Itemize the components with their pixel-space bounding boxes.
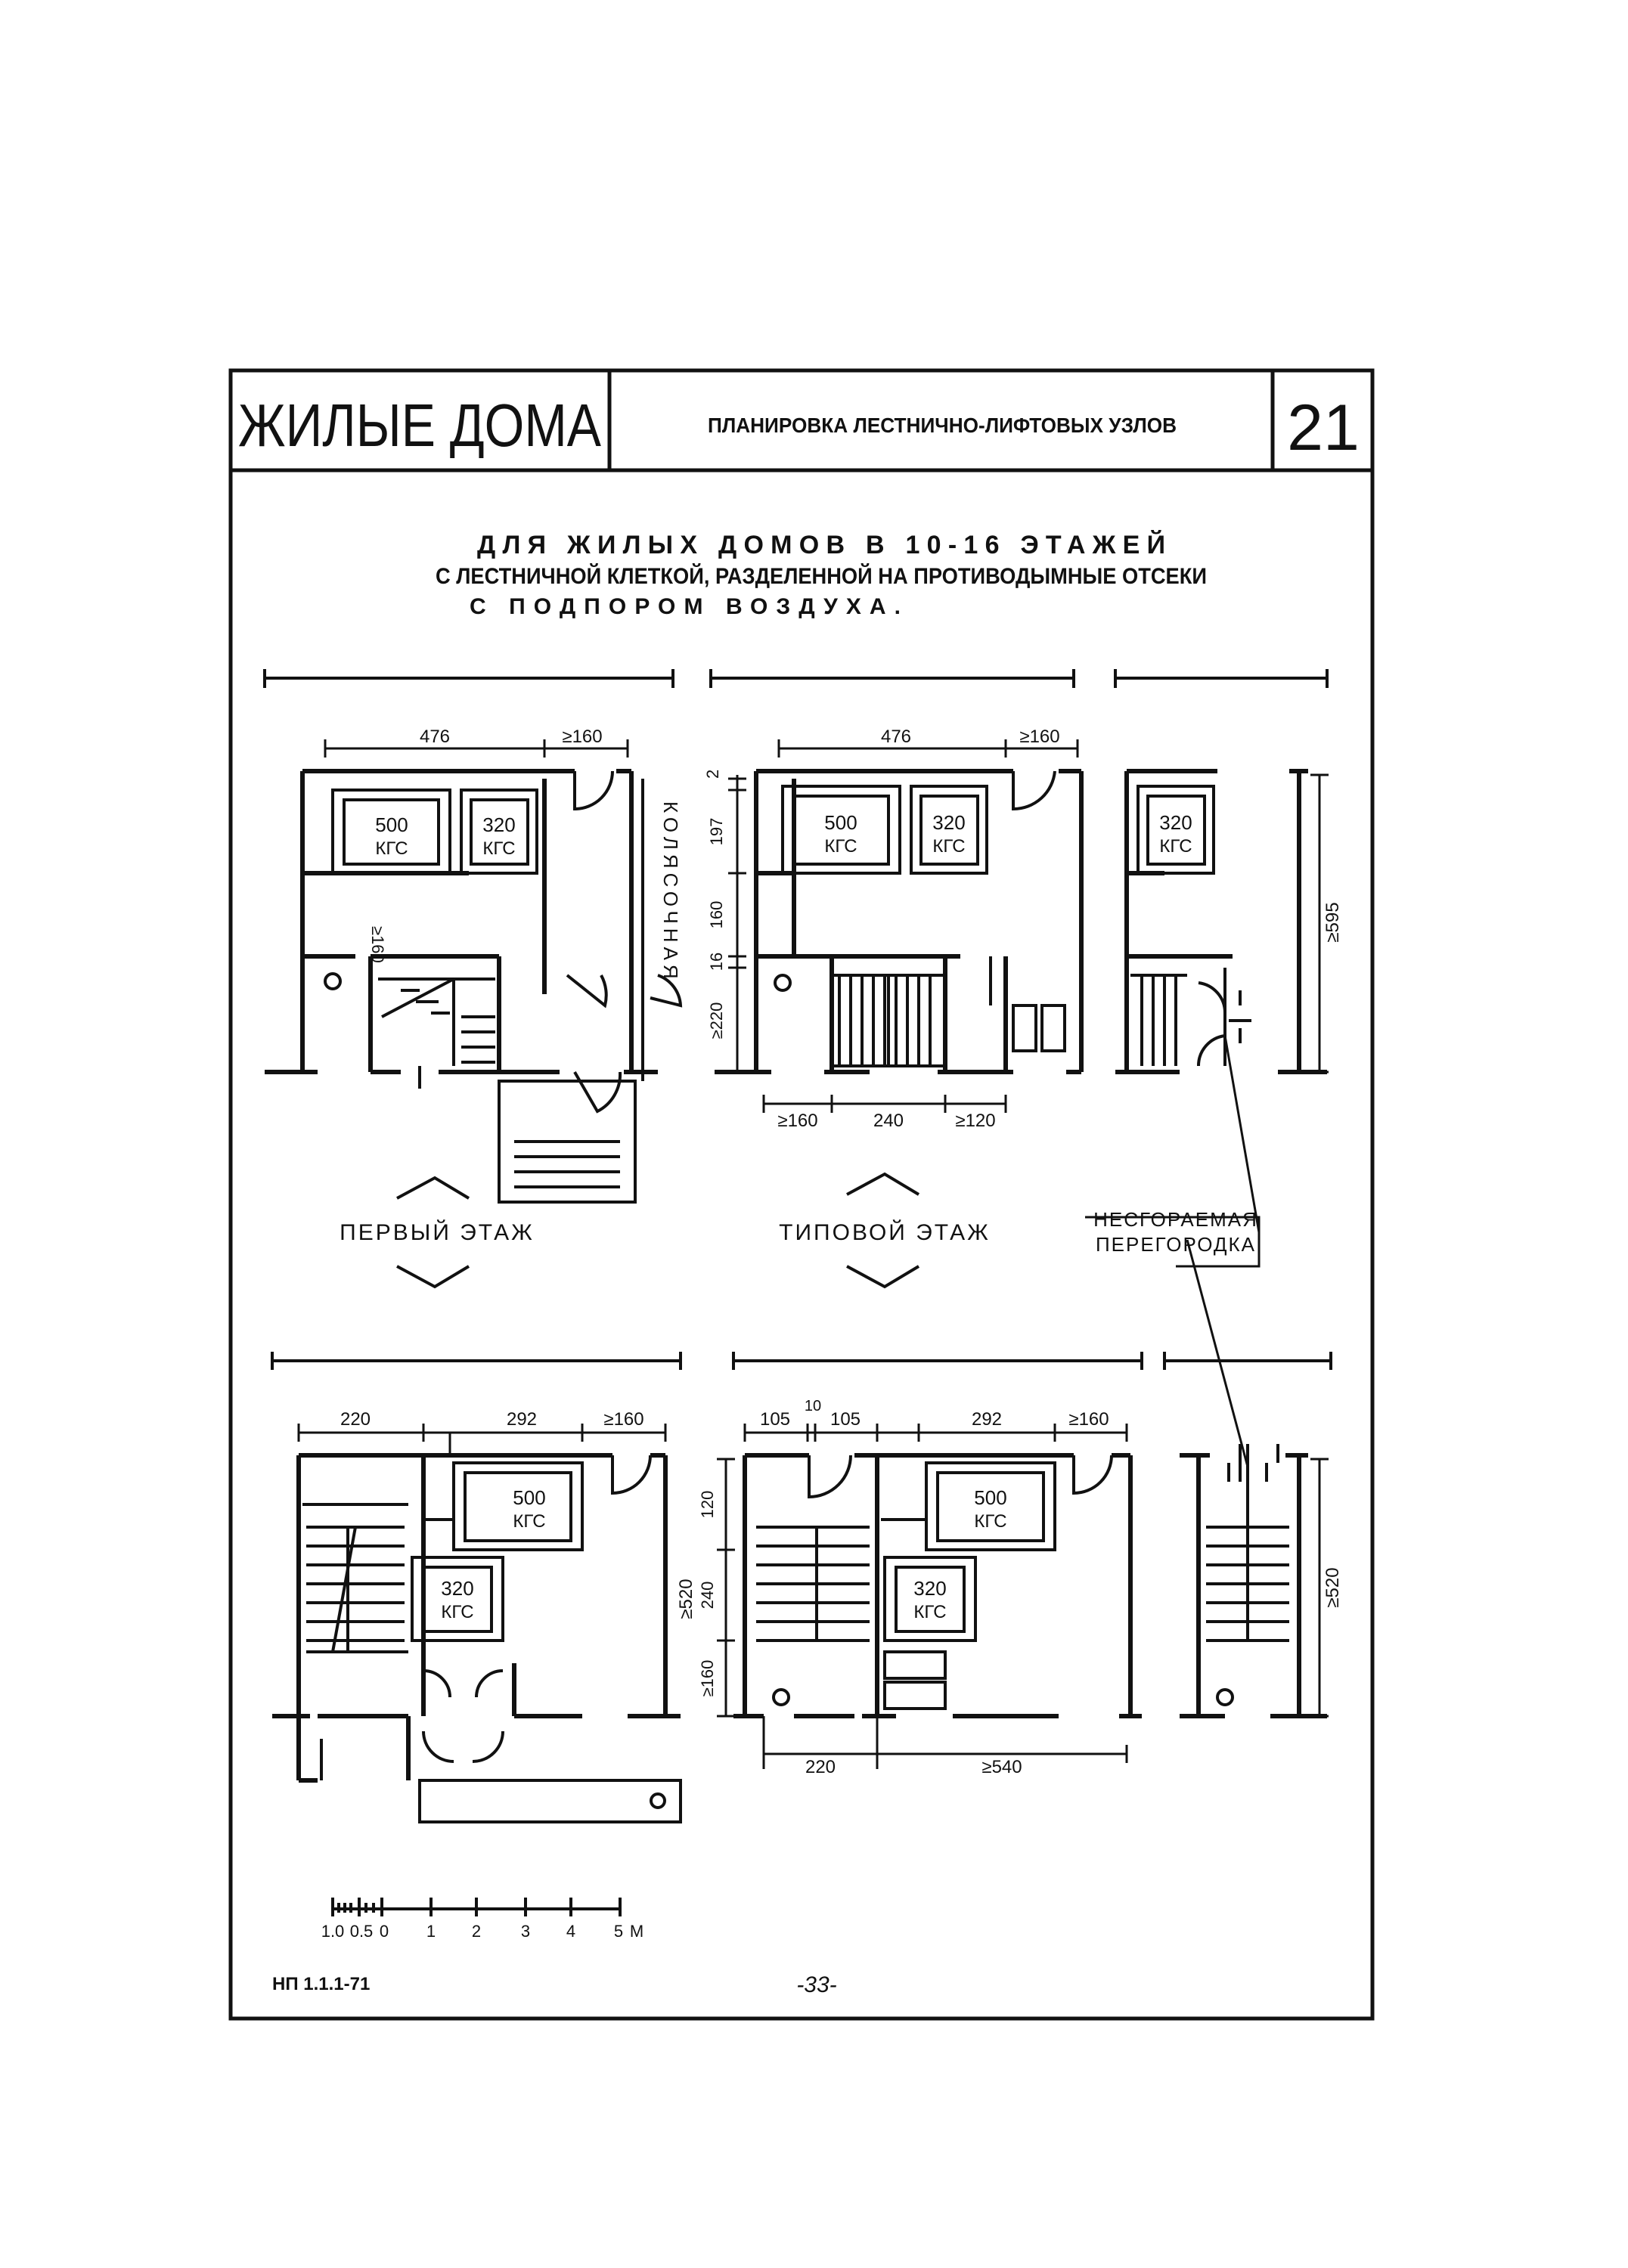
dim-min-160: ≥160 [1068,1409,1109,1430]
footer-code: НП 1.1.1-71 [272,1974,370,1994]
scale-tick-0: 0 [380,1922,389,1941]
dim-min-160: ≥160 [1019,727,1059,747]
dim-min-160: ≥160 [562,727,602,747]
dim-120: 120 [698,1491,717,1519]
dim-min-160-vertical: ≥160 [368,926,387,963]
lift-big-unit: КГС [974,1511,1006,1532]
title-line-2: С ЛЕСТНИЧНОЙ КЛЕТКОЙ, РАЗДЕЛЕННОЙ НА ПРО… [436,563,1207,589]
lift-big-load: 500 [513,1486,545,1509]
dim-min-220: ≥220 [707,1002,726,1040]
scale-unit: М [630,1922,643,1941]
lift-big-unit: КГС [513,1511,545,1532]
series-title: ЖИЛЫЕ ДОМА [238,392,602,459]
lift-small-unit: КГС [913,1602,946,1622]
dim-105-left: 105 [760,1409,790,1430]
partition-label-2: ПЕРЕГОРОДКА [1096,1233,1256,1256]
dim-220: 220 [805,1757,836,1777]
dim-220: 220 [340,1409,371,1430]
lift-big-load: 500 [974,1486,1006,1509]
dim-292: 292 [972,1409,1002,1430]
sheet-title: ПЛАНИРОВКА ЛЕСТНИЧНО-ЛИФТОВЫХ УЗЛОВ [708,414,1177,437]
plan-first-floor-a: 476 ≥160 500 КГС 320 КГС ≥160 КОЛЯСОЧНАЯ [265,727,683,1204]
lift-small-unit: КГС [441,1602,473,1622]
dim-min-540: ≥540 [981,1757,1022,1777]
dim-160: 160 [707,901,726,929]
first-floor-label: ПЕРВЫЙ ЭТАЖ [340,1219,535,1245]
lift-small-load: 320 [932,811,965,834]
scale-tick-2: 2 [472,1922,481,1941]
lift-small-unit: КГС [1159,836,1192,857]
lift-big-unit: КГС [375,838,408,859]
dim-476: 476 [881,727,911,747]
dim-476: 476 [420,727,450,747]
scale-bar [331,1898,622,1916]
lift-small-unit: КГС [482,838,515,859]
dim-292: 292 [507,1409,537,1430]
stroller-room-label: КОЛЯСОЧНАЯ [659,801,682,984]
plan-first-floor-b: 220 292 ≥160 500 КГС 320 КГС ≥520 [272,1409,696,1823]
scale-tick-5: 5 [614,1922,623,1941]
sheet-number: 21 [1287,392,1360,464]
dim-min-160: ≥160 [603,1409,643,1430]
dim-105-right: 105 [830,1409,861,1430]
section-bars [263,669,1332,1370]
dim-min-160-vertical: ≥160 [698,1660,717,1697]
dim-197: 197 [707,818,726,846]
footer-page: -33- [796,1972,836,1997]
typical-floor-label: ТИПОВОЙ ЭТАЖ [779,1219,991,1245]
sheet-frame [228,368,1375,2021]
dim-min-520: ≥520 [676,1579,696,1619]
lift-small-load: 320 [913,1577,946,1600]
scale-tick-3: 3 [521,1922,530,1941]
lift-small-load: 320 [482,813,515,836]
title-line-1: ДЛЯ ЖИЛЫХ ДОМОВ В 10-16 ЭТАЖЕЙ [477,530,1165,559]
scale-tick-1-0: 1.0 [321,1922,345,1941]
dim-10: 10 [805,1398,821,1414]
title-line-3: С ПОДПОРОМ ВОЗДУХА. [470,594,901,619]
dim-240: 240 [698,1582,717,1610]
partition-leader [1085,1035,1261,1467]
lift-big-load: 500 [824,811,857,834]
dim-240: 240 [873,1111,904,1131]
plan-typical-floor-a: 476 ≥160 2 197 160 16 ≥220 500 КГС 320 К… [703,727,1084,1131]
dim-2: 2 [703,770,722,779]
lift-small-unit: КГС [932,836,965,857]
dim-min-595: ≥595 [1323,902,1343,942]
dim-16: 16 [707,953,726,971]
plan-typical-floor-stair: 320 КГС ≥595 [1115,769,1343,1074]
scale-tick-0-5: 0.5 [350,1922,374,1941]
lift-small-load: 320 [441,1577,473,1600]
lift-small-load: 320 [1159,811,1192,834]
plan-typical-floor-b: 105 10 105 292 ≥160 120 240 ≥160 ≥520 50… [698,1398,1142,1777]
dim-min-120: ≥120 [955,1111,995,1131]
plan-typical-floor-stair-b: ≥520 [1180,1444,1343,1718]
dim-min-520: ≥520 [1323,1567,1343,1607]
scale-tick-4: 4 [566,1922,575,1941]
partition-label-1: НЕСГОРАЕМАЯ [1093,1208,1258,1231]
scale-tick-1: 1 [426,1922,436,1941]
dim-min-160-bottom: ≥160 [777,1111,817,1131]
lift-big-load: 500 [375,813,408,836]
lift-big-unit: КГС [824,836,857,857]
first-floor-chevrons [396,1172,920,1289]
